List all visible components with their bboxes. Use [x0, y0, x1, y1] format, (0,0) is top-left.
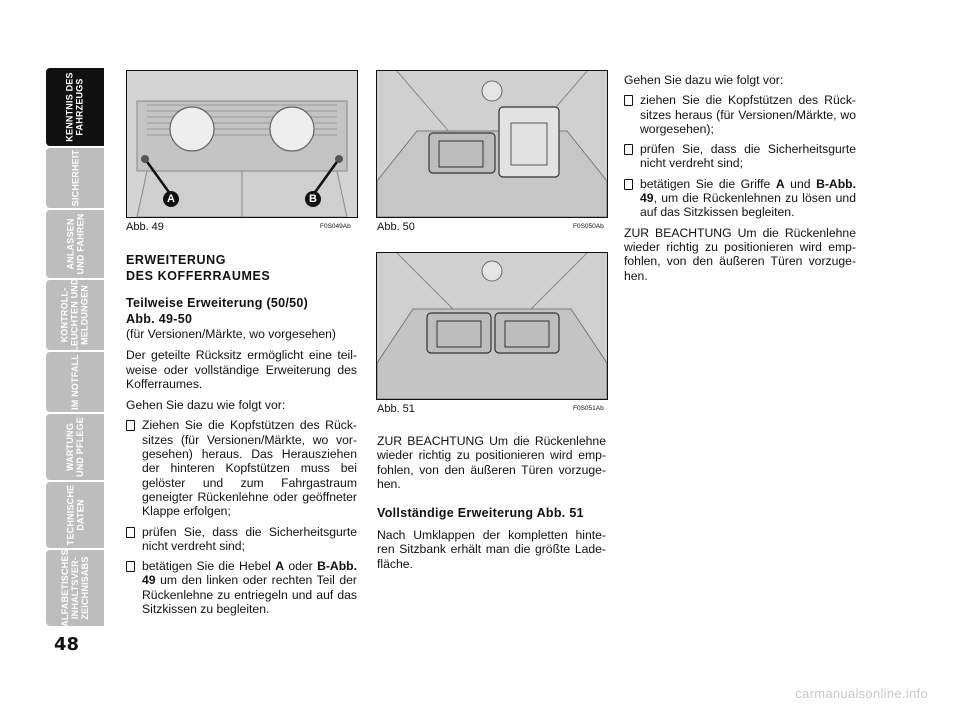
figure-49-caption: Abb. 49: [126, 221, 164, 233]
checkbox-bullet-icon: [126, 526, 135, 538]
checkbox-bullet-icon: [624, 144, 633, 156]
text-run: betätigen Sie die Griffe: [640, 176, 776, 191]
list-item-text: prüfen Sie, dass die Sicherheitsgurte ni…: [640, 142, 856, 171]
intro-paragraph: Der geteilte Rücksitz ermöglicht eine te…: [126, 348, 357, 391]
list-item-text: prüfen Sie, dass die Sicherheitsgurte ni…: [142, 524, 357, 553]
versions-note: (für Versionen/Märkte, wo vorgesehen): [126, 327, 336, 341]
tab-im-notfall[interactable]: IM NOTFALL: [46, 352, 104, 412]
list-item: prüfen Sie, dass die Sicherheitsgurte ni…: [624, 142, 856, 171]
list-item: prüfen Sie, dass die Sicherheitsgurte ni…: [126, 525, 357, 554]
page-number: 48: [54, 634, 80, 655]
tab-wartung-und-pflege[interactable]: WARTUNG UND PFLEGE: [46, 414, 104, 480]
tab-kontrollleuchten-und-meldungen[interactable]: KONTROLL- LEUCHTEN UND MELDUNGEN: [46, 278, 104, 352]
tab-label: WARTUNG UND PFLEGE: [65, 416, 86, 478]
marker-b: B: [305, 191, 321, 207]
text-run: betätigen Sie die Hebel: [142, 559, 276, 574]
subheading-line1: Teilweise Erweiterung (50/50): [126, 296, 309, 310]
figure-50-code: F0S050Ab: [573, 223, 604, 230]
tab-label: IM NOTFALL: [70, 354, 80, 410]
figure-50-image: [376, 70, 608, 218]
section-heading: ERWEITERUNG DES KOFFERRAUMES: [126, 252, 357, 284]
list-item-text: betätigen Sie die Griffe A und B-Abb. 49…: [640, 177, 856, 220]
body-paragraph: Nach Umklappen der kompletten hinte- ren…: [377, 528, 606, 571]
checkbox-bullet-icon: [624, 178, 633, 190]
subheading: Vollständige Erweiterung Abb. 51: [377, 506, 584, 521]
steps-intro: Gehen Sie dazu wie folgt vor:: [624, 73, 784, 87]
handle-a-ref: A: [775, 176, 785, 191]
tab-label: SICHERHEIT: [69, 149, 80, 207]
text-run: , um die Rückenlehnen zu lösen und auf d…: [640, 191, 856, 220]
checkbox-bullet-icon: [126, 561, 135, 573]
tab-kenntnis-des-fahrzeugs[interactable]: KENNTNIS DES FAHRZEUGS: [46, 68, 104, 146]
figure-51-caption: Abb. 51: [377, 403, 415, 415]
watermark: carmanualsonline.info: [795, 686, 928, 701]
section-heading-line1: ERWEITERUNG: [126, 253, 227, 267]
text-run: und: [784, 176, 817, 191]
list-item: betätigen Sie die Griffe A und B-Abb. 49…: [624, 177, 856, 220]
tab-label: ALFABETISCHES INHALTSVER- ZEICHNISABS: [60, 549, 91, 627]
tab-label: KENNTNIS DES FAHRZEUGS: [65, 72, 86, 142]
tab-label: KONTROLL- LEUCHTEN UND MELDUNGEN: [60, 278, 90, 352]
note-paragraph: ZUR BEACHTUNG Um die Rückenlehne wieder …: [624, 225, 856, 283]
figure-49-image: A B: [126, 70, 358, 218]
rear-seat-illustration: [127, 71, 357, 217]
tab-label: ANLASSEN UND FAHREN: [65, 213, 86, 275]
checkbox-bullet-icon: [126, 420, 135, 432]
figure-ref: B-Abb. 49: [640, 176, 856, 206]
list-item-text: ziehen Sie die Kopfstützen des Rück- sit…: [640, 93, 856, 136]
text-run: um den linken oder rechten Teil der Rück…: [142, 573, 357, 617]
cargo-full-illustration: [377, 253, 607, 399]
tab-sicherheit[interactable]: SICHERHEIT: [46, 148, 104, 208]
figure-51-image: [376, 252, 608, 400]
subheading-line2: Abb. 49-50: [126, 312, 193, 326]
figure-ref: B-Abb. 49: [142, 559, 357, 588]
column-2: ZUR BEACHTUNG Um die Rückenlehne wieder …: [377, 434, 606, 578]
list-item: ziehen Sie die Kopfstützen des Rück- sit…: [624, 93, 856, 136]
figure-51-code: F0S051Ab: [573, 405, 604, 412]
list-item: betätigen Sie die Hebel A oder B-Abb. 49…: [126, 559, 357, 616]
marker-a: A: [163, 191, 179, 207]
text-run: oder: [284, 559, 318, 574]
list-item: Ziehen Sie die Kopfstützen des Rück- sit…: [126, 418, 357, 518]
tab-technische-daten[interactable]: TECHNISCHE DATEN: [46, 482, 104, 548]
list-item-text: betätigen Sie die Hebel A oder B-Abb. 49…: [142, 559, 357, 616]
steps-intro: Gehen Sie dazu wie folgt vor:: [126, 398, 286, 413]
figure-49-code: F0S049Ab: [320, 223, 351, 230]
section-heading-line2: DES KOFFERRAUMES: [126, 269, 271, 283]
cargo-partial-illustration: [377, 71, 607, 217]
note-paragraph: ZUR BEACHTUNG Um die Rückenlehne wieder …: [377, 434, 606, 491]
column-1: ERWEITERUNG DES KOFFERRAUMES Teilweise E…: [126, 252, 357, 622]
tab-label: TECHNISCHE DATEN: [65, 484, 86, 546]
tab-alfabetisches-inhaltsverzeichnis[interactable]: ALFABETISCHES INHALTSVER- ZEICHNISABS: [46, 549, 104, 627]
checkbox-bullet-icon: [624, 95, 633, 107]
lever-a-ref: A: [275, 559, 284, 574]
column-3: Gehen Sie dazu wie folgt vor: ziehen Sie…: [624, 73, 856, 290]
tab-anlassen-und-fahren[interactable]: ANLASSEN UND FAHREN: [46, 210, 104, 278]
list-item-text: Ziehen Sie die Kopfstützen des Rück- sit…: [142, 418, 357, 519]
figure-50-caption: Abb. 50: [377, 221, 415, 233]
